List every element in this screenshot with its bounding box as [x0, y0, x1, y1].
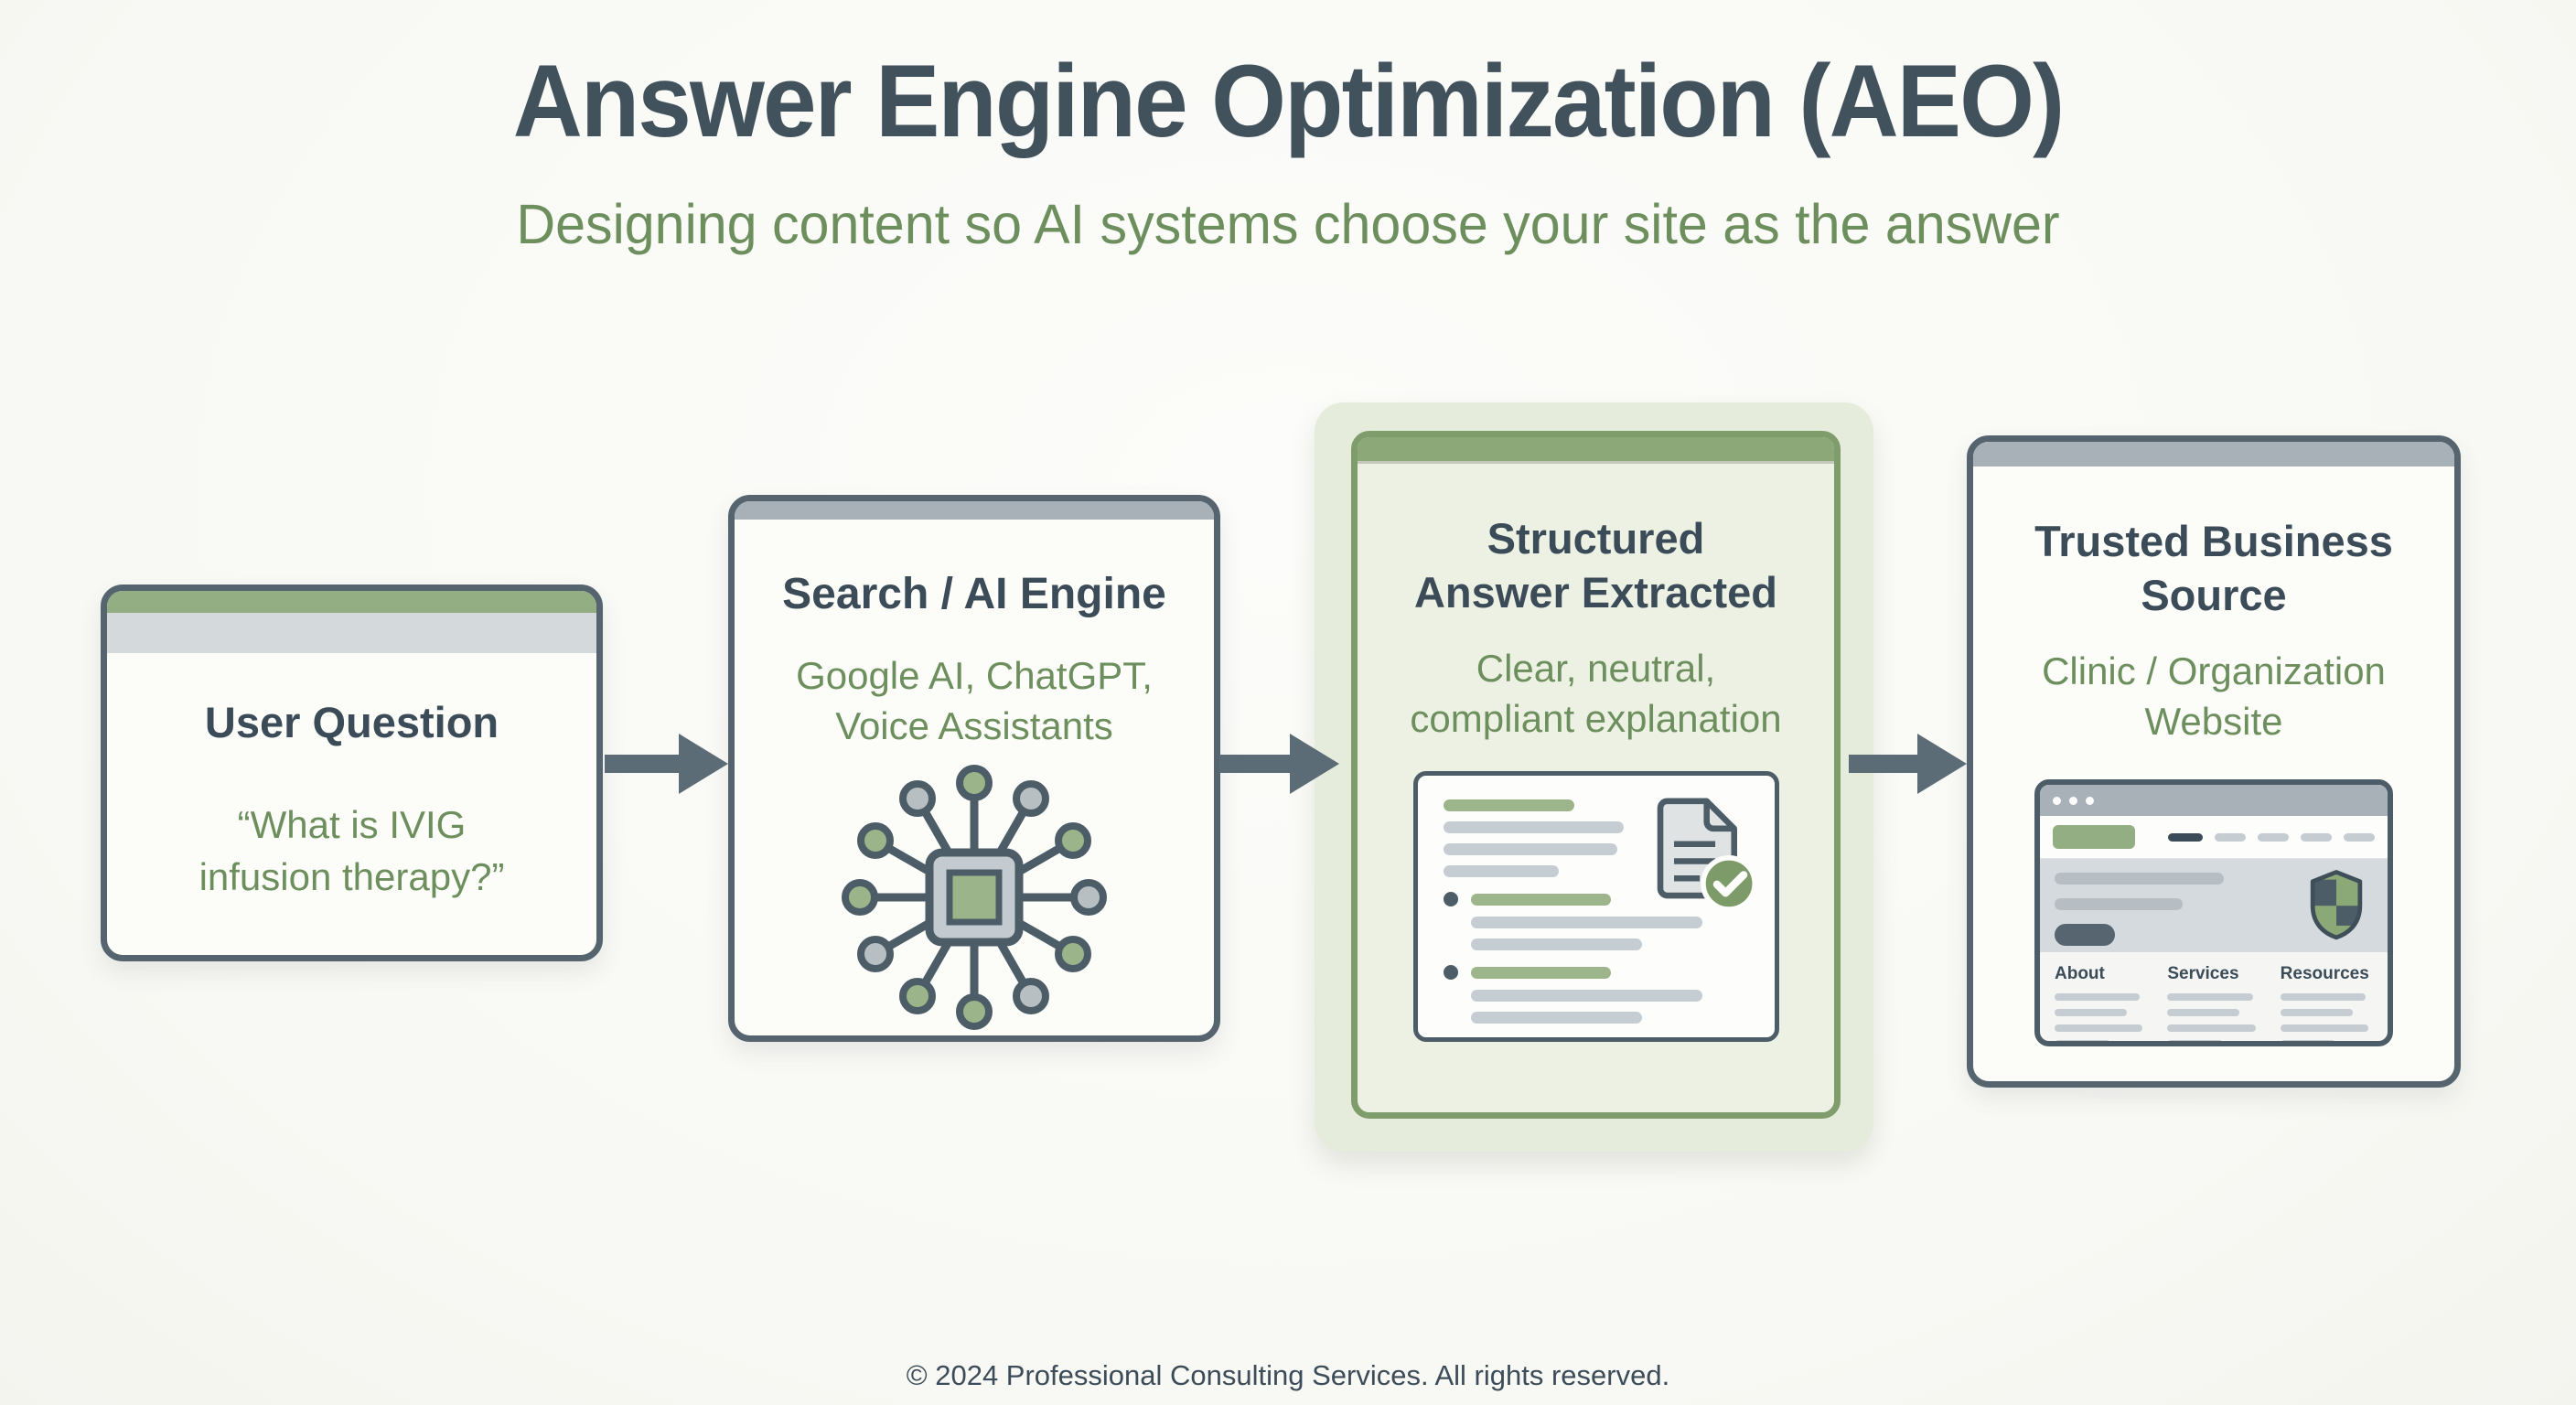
arrow-shaft	[1219, 755, 1290, 773]
website-mockup: About Services Resources	[2034, 779, 2393, 1046]
user-question-quote: “What is IVIG infusion therapy?”	[107, 799, 596, 903]
card-bullet-row	[1443, 892, 1749, 906]
card-text-line	[1470, 990, 1703, 1002]
column-text-line	[2280, 1040, 2336, 1041]
trusted-source-subtitle: Clinic / Organization Website	[1973, 646, 2454, 746]
column-text-line	[2167, 1009, 2240, 1016]
cta-button-placeholder	[2055, 924, 2115, 946]
arrow-head	[1917, 734, 1967, 794]
card-text-line	[1470, 966, 1612, 979]
browser-titlebar	[2040, 785, 2388, 816]
subtitle-line-2: Website	[2144, 700, 2283, 743]
title-line-2: Source	[2141, 571, 2287, 619]
nav-links-placeholder	[2168, 832, 2375, 842]
site-column-about: About	[2055, 964, 2147, 1041]
site-columns: About Services Resources	[2040, 952, 2388, 1041]
step-title: Structured Answer Extracted	[1358, 511, 1834, 619]
document-check-icon	[1657, 798, 1757, 912]
column-text-line	[2167, 993, 2253, 1001]
quote-line-2: infusion therapy?”	[199, 855, 505, 898]
site-column-services: Services	[2167, 964, 2259, 1041]
arrow-head	[679, 734, 728, 794]
title-line-2: Answer Extracted	[1413, 568, 1778, 617]
step-title: Trusted Business Source	[1973, 514, 2454, 622]
bullet-dot	[1443, 965, 1458, 980]
card-text-line	[1470, 893, 1612, 906]
title-line-1: Trusted Business	[2034, 517, 2393, 565]
column-text-line	[2167, 1040, 2224, 1041]
card-text-line	[1443, 799, 1575, 811]
column-text-line	[2280, 1024, 2368, 1032]
page-title: Answer Engine Optimization (AEO)	[512, 44, 2065, 158]
card-text-line	[1470, 917, 1703, 928]
step-structured-answer: Structured Answer Extracted Clear, neutr…	[1351, 431, 1841, 1119]
site-column-resources: Resources	[2280, 964, 2373, 1041]
browser-dot	[2069, 796, 2077, 805]
quote-line-1: “What is IVIG	[237, 803, 467, 846]
card-text-line	[1443, 821, 1624, 833]
step-title: Search / AI Engine	[782, 570, 1166, 618]
column-text-line	[2055, 1040, 2110, 1041]
card-text-line	[1470, 938, 1642, 950]
step-trusted-source: Trusted Business Source Clinic / Organiz…	[1967, 435, 2461, 1088]
shield-icon	[2310, 870, 2363, 940]
column-text-line	[2055, 993, 2141, 1001]
column-text-line	[2280, 993, 2366, 1001]
ai-chip-icon	[842, 765, 1107, 1030]
copyright-notice: © 2024 Professional Consulting Services.…	[906, 1359, 1670, 1391]
column-label: Resources	[2280, 964, 2369, 983]
card-text-line	[1443, 843, 1617, 855]
header-strip-gray	[107, 613, 596, 653]
arrow-head	[1290, 734, 1339, 794]
subtitle-line-1: Clinic / Organization	[2042, 649, 2386, 692]
site-logo-placeholder	[2053, 825, 2135, 849]
subtitle-line-1: Clear, neutral,	[1476, 647, 1716, 690]
nav-link-placeholder	[2258, 832, 2289, 842]
bullet-dot	[1443, 892, 1458, 906]
step-user-question: User Question “What is IVIG infusion the…	[101, 585, 603, 961]
subtitle-line-2: compliant explanation	[1410, 697, 1782, 740]
column-text-line	[2055, 1024, 2143, 1032]
subtitle-line-2: Voice Assistants	[835, 704, 1113, 747]
column-text-line	[2055, 1009, 2128, 1016]
ai-chip-icon-wrap	[735, 760, 1214, 1035]
page-subtitle: Designing content so AI systems choose y…	[516, 193, 2060, 255]
column-text-line	[2280, 1009, 2353, 1016]
header-strip-green	[107, 591, 596, 613]
browser-navbar	[2040, 816, 2388, 859]
column-text-line	[2167, 1024, 2256, 1032]
browser-dot	[2053, 796, 2061, 805]
highlight-halo: Structured Answer Extracted Clear, neutr…	[1315, 402, 1873, 1152]
arrow-shaft	[1849, 755, 1917, 773]
nav-link-placeholder	[2301, 832, 2332, 842]
shield-icon-wrap	[2305, 867, 2367, 948]
arrow-shaft	[605, 755, 679, 773]
header-strip-gray	[1973, 442, 2454, 467]
nav-link-placeholder	[2168, 832, 2203, 842]
nav-link-placeholder	[2344, 832, 2375, 842]
step-search-ai-engine: Search / AI Engine Google AI, ChatGPT, V…	[728, 495, 1220, 1042]
browser-dot	[2086, 796, 2094, 805]
hero-section	[2040, 859, 2388, 952]
title-line-1: Structured	[1487, 514, 1705, 563]
card-bullet-row	[1443, 965, 1749, 980]
card-text-line	[1470, 1012, 1642, 1024]
column-label: About	[2055, 964, 2105, 983]
column-label: Services	[2167, 964, 2239, 983]
step-title: User Question	[204, 698, 499, 746]
hero-text-line	[2055, 898, 2183, 910]
structured-answer-subtitle: Clear, neutral, compliant explanation	[1358, 643, 1834, 744]
structured-answer-card	[1412, 771, 1779, 1042]
header-strip-gray	[735, 501, 1214, 520]
header-strip-green	[1358, 437, 1834, 464]
flow-arrow-2	[1219, 734, 1339, 794]
subtitle-line-1: Google AI, ChatGPT,	[796, 654, 1153, 697]
search-engine-subtitle: Google AI, ChatGPT, Voice Assistants	[735, 650, 1214, 751]
card-text-line	[1443, 865, 1560, 877]
nav-link-placeholder	[2215, 832, 2246, 842]
hero-text-line	[2055, 873, 2224, 885]
flow-arrow-1	[605, 734, 728, 794]
flow-arrow-3	[1849, 734, 1967, 794]
